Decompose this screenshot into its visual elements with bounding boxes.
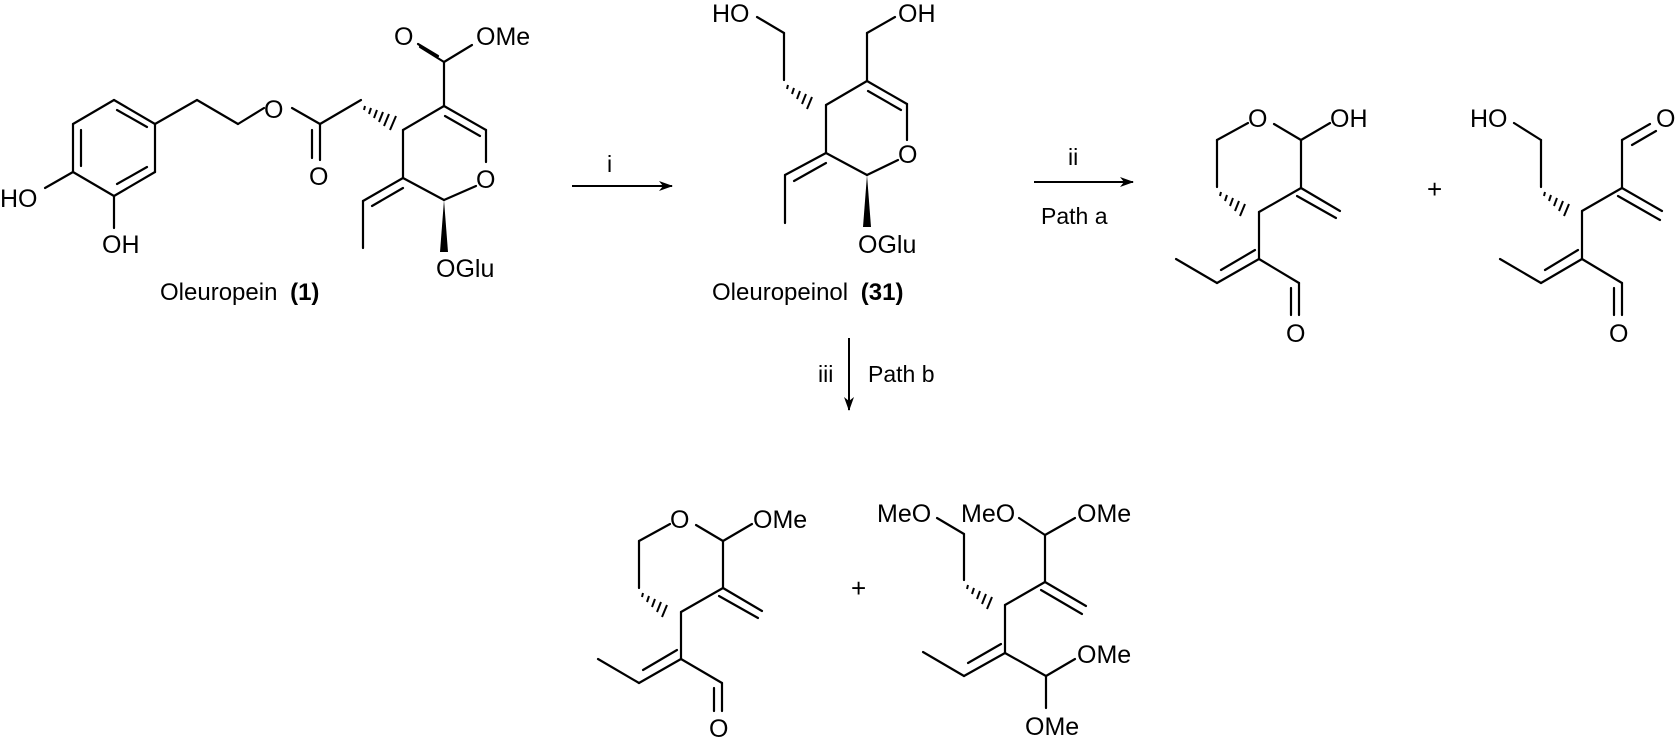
- compound-number: (1): [290, 279, 319, 306]
- reaction-arrow-ii: ii Path a: [1034, 144, 1134, 229]
- methoxy-label: OMe: [1077, 641, 1131, 669]
- glucoside-label: OGlu: [858, 231, 916, 259]
- compound-oleuropeinol: HO O OH OGlu Oleuropeinol (31): [712, 0, 936, 306]
- compound-caption: Oleuropeinol (31): [712, 279, 903, 306]
- reagent-label: iii: [818, 361, 833, 387]
- hashed-bond: [966, 584, 993, 610]
- hashed-bond: [1543, 191, 1570, 217]
- compound-name: Oleuropeinol: [712, 279, 848, 306]
- methoxy-label: MeO: [961, 500, 1015, 528]
- aldehyde-oxygen-label: O: [1286, 320, 1305, 348]
- compound-caption: Oleuropein (1): [160, 279, 319, 306]
- hashed-bond: [363, 105, 397, 131]
- plus-sign: +: [851, 573, 866, 603]
- plus-sign: +: [1427, 174, 1442, 204]
- hashed-bond: [786, 84, 813, 110]
- compound-oleuropein: HO OH O O O: [0, 23, 530, 306]
- compound-product-b2: MeO MeO OMe OMe OMe: [877, 500, 1131, 739]
- aldehyde-oxygen-label: O: [1656, 105, 1675, 133]
- methoxy-label: OMe: [1077, 500, 1131, 528]
- reaction-arrow-iii: iii Path b: [818, 338, 935, 411]
- hashed-bond: [1219, 191, 1246, 217]
- path-label: Path a: [1041, 203, 1108, 229]
- hydroxyl-label: OH: [102, 231, 140, 259]
- methoxy-label: OMe: [1025, 713, 1079, 739]
- aldehyde-oxygen-label: O: [1609, 320, 1628, 348]
- hydroxyl-label: HO: [1470, 105, 1508, 133]
- reagent-label: ii: [1068, 144, 1078, 170]
- wedge-bond: [440, 200, 448, 252]
- carbonyl-oxygen-label: O: [309, 163, 328, 191]
- compound-product-a2: HO O O: [1470, 105, 1675, 348]
- compound-number: (31): [861, 279, 904, 306]
- compound-product-a1: O OH O: [1174, 105, 1368, 348]
- hydroxyl-label: OH: [898, 0, 936, 28]
- compound-name: Oleuropein: [160, 279, 277, 306]
- path-label: Path b: [868, 361, 935, 387]
- compound-product-b1: O OMe O: [596, 506, 807, 739]
- hydroxyl-label: HO: [0, 185, 38, 213]
- reaction-arrow-i: i: [572, 151, 673, 191]
- wedge-bond: [863, 175, 871, 227]
- ring-oxygen-label: O: [898, 141, 917, 169]
- ring-oxygen-label: O: [476, 166, 495, 194]
- hashed-bond: [641, 592, 668, 618]
- ester-carbonyl-oxygen-label: O: [394, 23, 413, 51]
- hydroxyl-label: OH: [1330, 105, 1368, 133]
- methoxy-label: OMe: [476, 23, 530, 51]
- ring-oxygen-label: O: [1248, 105, 1267, 133]
- glucoside-label: OGlu: [436, 255, 494, 283]
- ring-oxygen-label: O: [670, 506, 689, 534]
- aldehyde-oxygen-label: O: [709, 715, 728, 739]
- methoxy-label: OMe: [753, 506, 807, 534]
- ester-oxygen-label: O: [264, 96, 283, 124]
- benzene-ring: [71, 98, 157, 198]
- methoxy-label: MeO: [877, 500, 931, 528]
- reagent-label: i: [607, 151, 612, 177]
- hydroxyl-label: HO: [712, 0, 750, 28]
